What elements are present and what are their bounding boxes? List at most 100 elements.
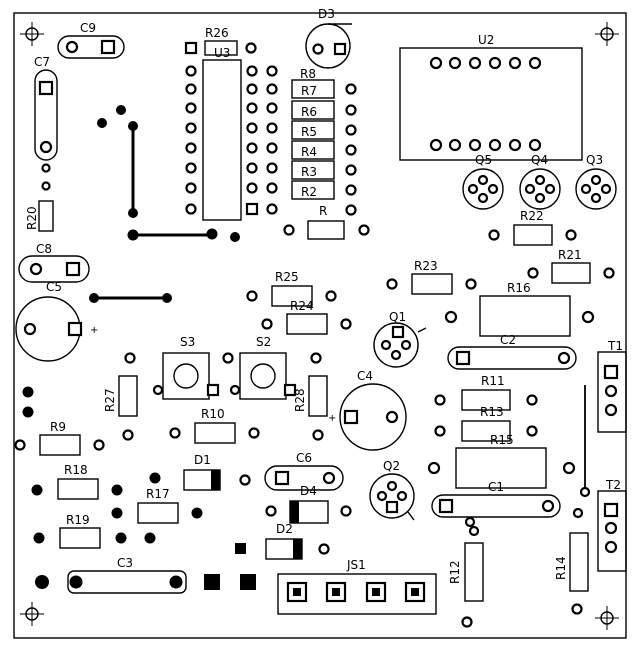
R25-footprint — [246, 285, 337, 307]
D2-footprint — [235, 538, 330, 560]
R21-label: R21 — [558, 248, 582, 262]
wire-right — [579, 385, 591, 498]
D4-footprint — [265, 500, 352, 524]
R16-label: R16 — [507, 281, 531, 295]
S3-label: S3 — [180, 335, 195, 349]
D4-label: D4 — [300, 484, 317, 498]
C8-label: C8 — [36, 242, 52, 256]
Q4-label: Q4 — [531, 153, 548, 167]
trace-c5 — [89, 293, 172, 303]
C8-footprint — [18, 255, 90, 283]
T1-label: T1 — [607, 339, 623, 353]
R28-label: R28 — [293, 388, 307, 412]
R27-footprint — [118, 375, 138, 441]
R10-label: R10 — [201, 407, 225, 421]
D3-footprint — [305, 23, 352, 69]
R17-footprint — [111, 502, 203, 524]
U2-footprint — [399, 47, 583, 161]
Q2-footprint — [369, 473, 415, 521]
fiducial-top-left — [20, 22, 44, 46]
R21-footprint — [527, 262, 615, 284]
R17-label: R17 — [146, 487, 170, 501]
C5-label: C5 — [46, 280, 62, 294]
D1-label: D1 — [194, 453, 211, 467]
R22-footprint — [488, 224, 577, 246]
R25-label: R25 — [275, 270, 299, 284]
C6-footprint — [264, 465, 344, 491]
fiducial-top-right — [595, 22, 619, 46]
C4-footprint: + — [328, 383, 407, 451]
R14-label: R14 — [554, 556, 568, 580]
Q1-footprint — [373, 322, 427, 368]
R13-label: R13 — [480, 405, 504, 419]
resistor-stack — [283, 79, 370, 240]
C5-footprint: + — [15, 296, 98, 362]
C5-plus: + — [90, 325, 98, 336]
R9-footprint — [14, 434, 105, 456]
R26-label: R26 — [205, 26, 229, 40]
R12-label: R12 — [448, 560, 462, 584]
C9-label: C9 — [80, 21, 96, 35]
D3-label: D3 — [318, 7, 335, 21]
R15-footprint — [427, 447, 576, 489]
R27-label: R27 — [103, 388, 117, 412]
R2-label: R2 — [301, 185, 317, 199]
T2-footprint — [572, 490, 627, 572]
R22-label: R22 — [520, 209, 544, 223]
T1-footprint — [597, 351, 627, 433]
S2-footprint — [229, 352, 322, 400]
C6-label: C6 — [296, 451, 312, 465]
C3-label: C3 — [117, 556, 133, 570]
R11-label: R11 — [481, 374, 505, 388]
R6-label: R6 — [301, 105, 317, 119]
U2-label: U2 — [478, 33, 494, 47]
R23-footprint — [386, 273, 477, 295]
T2-label: T2 — [605, 478, 621, 492]
R8-label: R8 — [300, 67, 316, 81]
C7-label: C7 — [34, 55, 50, 69]
R7-label: R7 — [301, 84, 317, 98]
fiducial-bottom-right — [595, 606, 619, 630]
C1-footprint — [431, 494, 561, 528]
R14-footprint — [569, 532, 589, 615]
R4-label: R4 — [301, 145, 317, 159]
R18-label: R18 — [64, 463, 88, 477]
C3-footprint — [35, 570, 256, 594]
Q3-label: Q3 — [586, 153, 603, 167]
C2-footprint — [447, 346, 577, 370]
C1-label: C1 — [488, 480, 504, 494]
Q4-footprint — [519, 168, 561, 210]
R24-footprint — [261, 313, 352, 335]
fiducial-bottom-left — [20, 602, 44, 626]
D2-label: D2 — [276, 522, 293, 536]
R11-footprint — [434, 389, 538, 411]
C9-footprint — [57, 35, 125, 59]
U3-label: U3 — [214, 46, 230, 60]
S3-footprint — [124, 352, 234, 400]
R16-footprint — [444, 295, 595, 337]
R19-label: R19 — [66, 513, 90, 527]
D1-footprint — [149, 469, 251, 491]
jumper-traces — [97, 105, 240, 242]
R12-footprint — [461, 525, 484, 628]
S2-label: S2 — [256, 335, 271, 349]
Q1-label: Q1 — [389, 310, 406, 324]
R3-label: R3 — [301, 165, 317, 179]
R26-footprint — [184, 40, 257, 56]
R24-label: R24 — [290, 299, 314, 313]
board-outline — [13, 12, 627, 639]
R10-footprint — [169, 422, 260, 444]
C4-label: C4 — [357, 369, 373, 383]
R20-footprint — [38, 200, 54, 232]
R5-label: R5 — [301, 125, 317, 139]
C7-footprint — [34, 69, 58, 191]
JS1-label: JS1 — [346, 558, 366, 572]
U3-footprint — [185, 59, 278, 221]
JS1-connector — [277, 573, 437, 615]
Q5-label: Q5 — [475, 153, 492, 167]
Q3-footprint — [575, 168, 617, 210]
R20-label: R20 — [25, 206, 39, 230]
R15-label: R15 — [490, 433, 514, 447]
C4-plus: + — [328, 413, 336, 424]
